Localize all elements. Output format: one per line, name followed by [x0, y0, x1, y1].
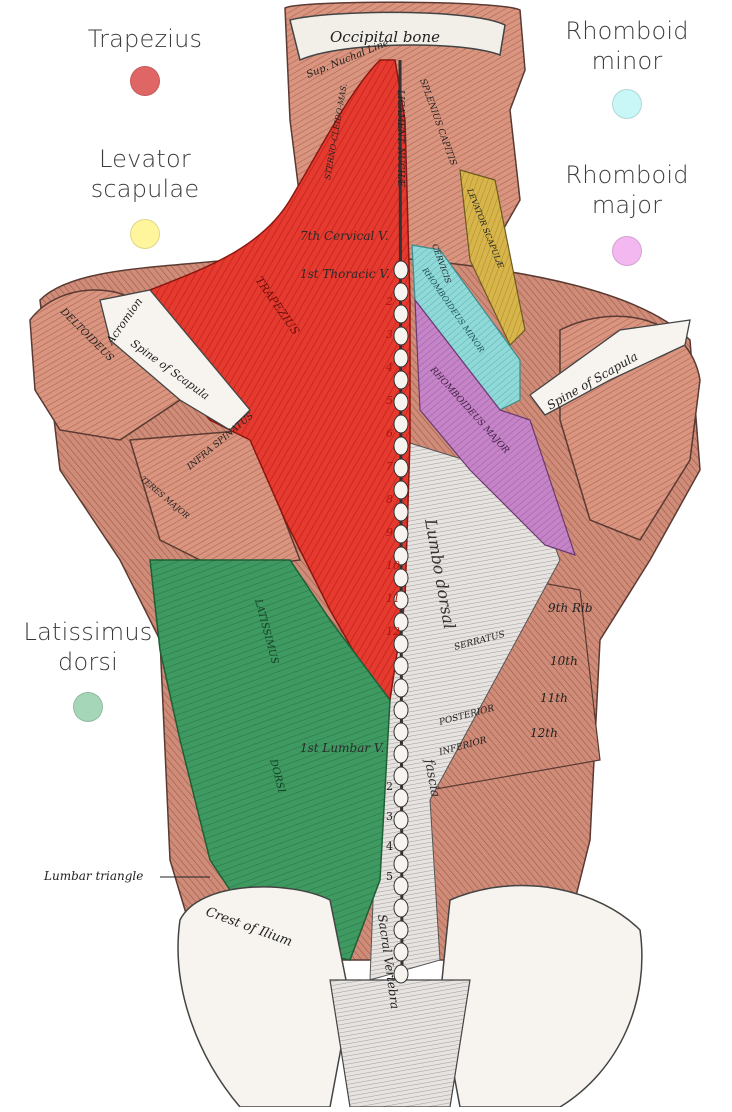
- thoracic-number: 10: [386, 559, 400, 572]
- label-tenth: 10th: [550, 654, 578, 668]
- vertebra: [393, 634, 409, 654]
- vertebra: [393, 568, 409, 588]
- lumbar-number: 3: [386, 810, 393, 823]
- thoracic-number: 9: [386, 526, 393, 539]
- vertebra: [393, 678, 409, 698]
- vertebra: [393, 480, 409, 500]
- vertebra: [393, 920, 409, 940]
- vertebra: [393, 766, 409, 786]
- vertebra: [393, 502, 409, 522]
- vertebra: [393, 656, 409, 676]
- legend-label-line: major: [591, 191, 663, 219]
- vertebra: [393, 898, 409, 918]
- vertebra: [393, 392, 409, 412]
- vertebra: [393, 304, 409, 324]
- vertebra: [393, 700, 409, 720]
- vertebra: [393, 876, 409, 896]
- label-twelfth: 12th: [530, 726, 558, 740]
- thoracic-number: 12: [386, 625, 400, 638]
- lumbar-number: 5: [386, 870, 393, 883]
- legend-dot-latissimus-dorsi: [73, 692, 103, 722]
- legend-label-line: Trapezius: [87, 25, 203, 53]
- label-lumbar-v: 1st Lumbar V.: [300, 741, 384, 755]
- vertebra: [393, 524, 409, 544]
- vertebra: [393, 744, 409, 764]
- legend-label-line: scapulae: [90, 175, 200, 203]
- vertebra: [393, 546, 409, 566]
- vertebra: [393, 458, 409, 478]
- legend-dot-levator-scapulae: [130, 219, 160, 249]
- pelvis-left: [177, 886, 351, 1108]
- vertebra: [393, 326, 409, 346]
- vertebra: [393, 964, 409, 984]
- vertebra: [393, 832, 409, 852]
- thoracic-number: 5: [386, 394, 393, 407]
- vertebra: [393, 788, 409, 808]
- vertebra: [393, 348, 409, 368]
- label-occipital-bone: Occipital bone: [330, 28, 440, 46]
- vertebra: [393, 810, 409, 830]
- label-ligament-nuchae: LIGAMENT. NUCHÆ: [395, 89, 405, 187]
- pelvis-right: [439, 884, 643, 1108]
- thoracic-number: 8: [386, 493, 393, 506]
- rhomboid-major-muscle: [414, 298, 576, 556]
- thoracic-number: 11: [386, 592, 400, 605]
- label-eleventh: 11th: [540, 691, 568, 705]
- thoracic-number: 6: [386, 427, 393, 440]
- vertebra: [393, 854, 409, 874]
- label-cervical-v: 7th Cervical V.: [300, 229, 389, 243]
- legend-label-line: minor: [591, 47, 663, 75]
- vertebra: [393, 590, 409, 610]
- left-scapula-spine: [99, 289, 251, 431]
- vertebra: [393, 942, 409, 962]
- label-ninth-rib: 9th Rib: [548, 601, 593, 615]
- legend-label-line: Latissimus: [23, 618, 153, 646]
- vertebra: [393, 612, 409, 632]
- thoracic-number: 2: [385, 295, 393, 308]
- legend-label-line: Levator: [99, 145, 191, 173]
- occipital-bone: [289, 11, 506, 62]
- right-scapula-spine: [529, 319, 691, 416]
- vertebra: [393, 282, 409, 302]
- vertebra: [393, 260, 409, 280]
- vertebrae-beads: 2 3 4 5 6 7 8 9 10 11 12 2 3 4 5: [385, 260, 409, 984]
- thoracic-number: 4: [385, 361, 393, 374]
- levator-scapulae-muscle: [459, 169, 526, 347]
- vertebra: [393, 436, 409, 456]
- legend-label-line: Rhomboid: [565, 17, 689, 45]
- lumbar-number: 4: [386, 840, 393, 853]
- label-thoracic-v: 1st Thoracic V.: [300, 267, 390, 281]
- thoracic-number: 3: [386, 328, 393, 341]
- legend-dot-rhomboid-major: [612, 236, 642, 266]
- legend-dot-trapezius: [130, 66, 160, 96]
- legend-label-line: Rhomboid: [565, 161, 689, 189]
- label-lumbar-triangle: Lumbar triangle: [43, 869, 143, 883]
- vertebra: [393, 414, 409, 434]
- label-fascia: fascia: [421, 757, 443, 798]
- thoracic-number: 7: [386, 460, 393, 473]
- legend-label-line: dorsi: [58, 648, 118, 676]
- legend-dot-rhomboid-minor: [612, 89, 642, 119]
- vertebra: [393, 370, 409, 390]
- lumbar-number: 2: [386, 780, 393, 793]
- vertebra: [393, 722, 409, 742]
- legend-label-trapezius: Trapezius: [55, 24, 235, 54]
